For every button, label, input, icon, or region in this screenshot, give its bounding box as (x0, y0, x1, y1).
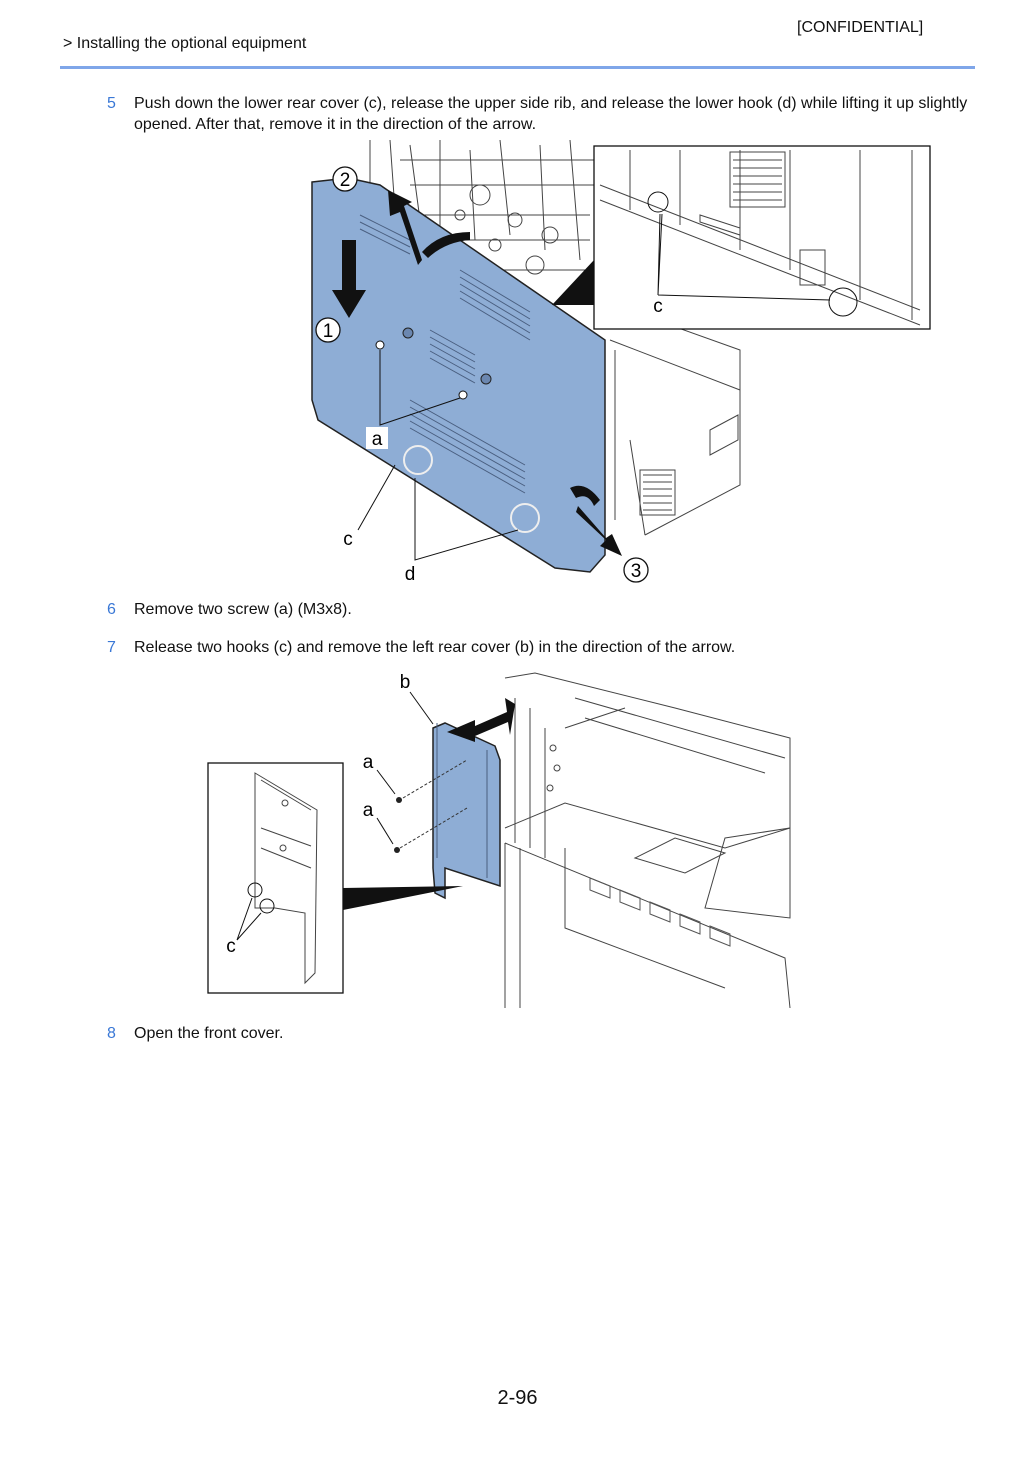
breadcrumb: > Installing the optional equipment (63, 35, 307, 52)
cover-vents (359, 214, 531, 494)
arrow-remove-direction (447, 698, 515, 742)
callout-a-top: a (363, 752, 374, 773)
inset-drawing (599, 150, 921, 326)
step-text: Push down the lower rear cover (c), rele… (134, 95, 968, 133)
screw-icon (375, 340, 468, 400)
inset-callout-c: c (226, 936, 236, 957)
screw-icon (394, 797, 402, 853)
machine-drawing (504, 672, 791, 1009)
callout-a-bottom: a (363, 800, 374, 821)
arrow-pull-out (570, 485, 622, 556)
step-text: Open the front cover. (134, 1025, 284, 1042)
figure-remove-left-rear-cover: a a b c (207, 672, 791, 1009)
step-marker-2: 2 (340, 170, 351, 191)
step-number: 7 (107, 639, 116, 656)
callout-d: d (405, 564, 416, 585)
step-number: 8 (107, 1025, 116, 1042)
header-divider (60, 66, 975, 69)
callout-a: a (372, 429, 383, 450)
left-rear-cover (432, 722, 501, 900)
arrow-lift-up (388, 190, 470, 265)
inset-drawing (254, 772, 318, 985)
confidential-label: [CONFIDENTIAL] (797, 19, 924, 36)
step-marker-3: 3 (631, 561, 642, 582)
figure-remove-lower-rear-cover: 2 1 3 a c d c (311, 140, 931, 585)
step-number: 5 (107, 95, 116, 112)
arrow-push-down (332, 240, 366, 318)
step-number: 6 (107, 601, 116, 618)
machine-frame-drawing (369, 140, 741, 536)
step-text: Remove two screw (a) (M3x8). (134, 601, 352, 618)
page-number: 2-96 (497, 1387, 538, 1409)
step-text: Release two hooks (c) and remove the lef… (134, 639, 736, 656)
inset-detail-box (207, 762, 344, 994)
inset-detail-box (593, 145, 931, 330)
callout-b: b (400, 672, 411, 693)
callout-c: c (343, 529, 353, 550)
inset-callout-c: c (653, 296, 663, 317)
step-marker-1: 1 (323, 321, 334, 342)
lower-rear-cover (311, 177, 606, 573)
